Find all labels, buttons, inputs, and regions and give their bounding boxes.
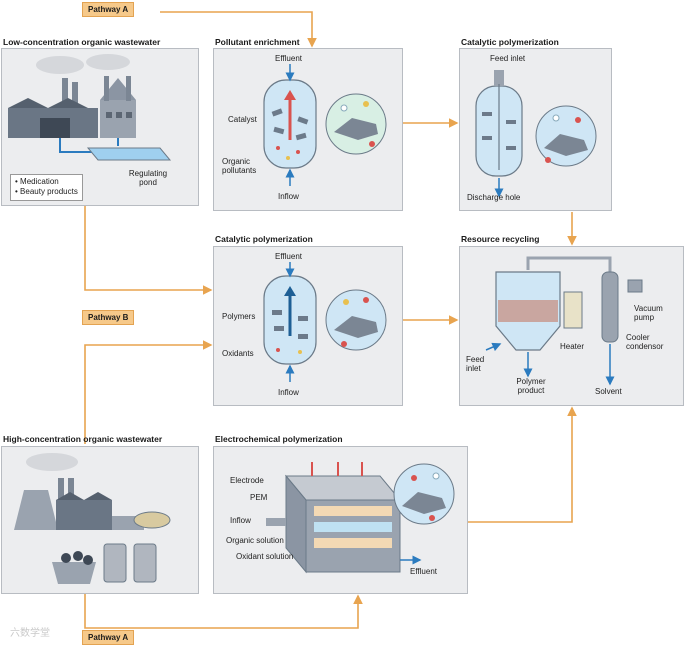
catalytic-top-vessel-illustration [475,70,597,198]
factory-high-illustration [14,453,171,584]
pathway-a-bottom-tag: Pathway A [82,630,135,645]
pathway-lines [84,11,577,629]
low-concentration-legend: • Medication • Beauty products [10,174,83,201]
pathway-a-top-tag: Pathway A [82,2,135,17]
legend-item-beauty: • Beauty products [15,187,78,197]
recycling-feed-inlet-label: Feed inlet [466,355,485,373]
catalytic-mid-polymers-label: Polymers [222,312,256,321]
solvent-label: Solvent [595,387,622,396]
catalytic-mid-inflow-label: Inflow [278,388,299,397]
pem-label: PEM [250,493,268,502]
catalytic-mid-effluent-label: Effluent [275,252,302,261]
polymer-product-label: Polymer product [516,377,546,395]
vacuum-pump-label: Vacuum pump [634,304,663,322]
low-concentration-title: Low-concentration organic wastewater [3,37,161,47]
pollutant-enrichment-title: Pollutant enrichment [215,37,300,47]
enrichment-vessel-illustration [263,64,387,186]
heater-label: Heater [560,342,585,351]
enrichment-inflow-label: Inflow [278,192,299,201]
recycling-system-illustration [485,256,643,386]
pathway-b-tag: Pathway B [82,310,135,325]
cooler-condensor-label: Cooler condensor [626,333,664,351]
legend-item-medication: • Medication [15,177,59,186]
catalytic-mid-oxidants-label: Oxidants [222,349,254,358]
regulating-pond-label: Regulating pond [128,169,168,187]
high-concentration-title: High-concentration organic wastewater [3,434,163,444]
catalytic-mid-vessel-illustration [263,262,387,382]
catalytic-top-title: Catalytic polymerization [461,37,559,47]
electrode-label: Electrode [230,476,264,485]
catalytic-feed-inlet-label: Feed inlet [490,54,526,63]
electro-inflow-label: Inflow [230,516,251,525]
electro-effluent-label: Effluent [410,567,437,576]
factory-low-illustration [8,54,172,161]
electrochemical-cell-illustration [266,462,455,574]
watermark: 六数学堂 [10,628,50,639]
enrichment-catalyst-label: Catalyst [228,115,257,124]
catalytic-mid-title: Catalytic polymerization [215,234,313,244]
enrichment-organic-pollutants-label: Organic pollutants [222,157,257,175]
enrichment-effluent-label: Effluent [275,54,302,63]
organic-solution-label: Organic solution [226,536,284,545]
catalytic-discharge-hole-label: Discharge hole [467,193,521,202]
resource-recycling-title: Resource recycling [461,234,540,244]
oxidant-solution-label: Oxidant solution [236,552,294,561]
electrochemical-title: Electrochemical polymerization [215,434,343,444]
